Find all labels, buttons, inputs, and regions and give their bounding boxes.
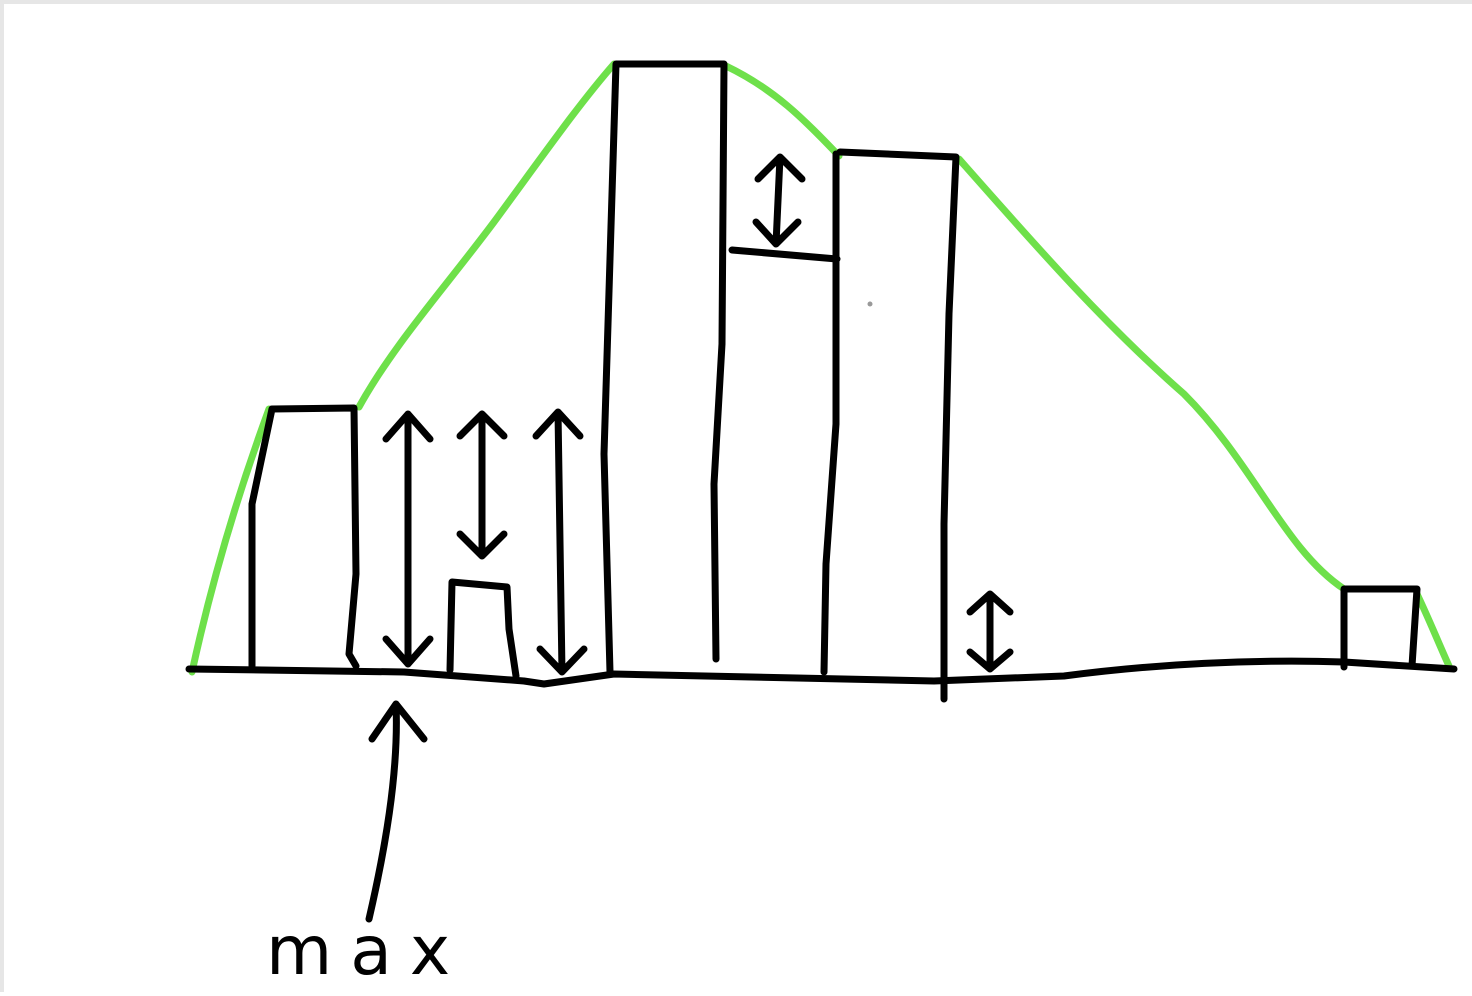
envelope-peak-fall [722, 62, 843, 160]
double-arrow-icon [382, 410, 434, 668]
black-ink [185, 60, 1458, 703]
green-envelope [188, 60, 1453, 676]
peak-bar-outline [600, 60, 728, 676]
up-arrow-icon [365, 700, 428, 923]
bar-1-outline [248, 404, 360, 670]
double-arrow-icon [532, 408, 588, 676]
double-arrow-5 [966, 590, 1014, 673]
baseline [185, 657, 1458, 688]
double-arrow-2 [456, 410, 508, 560]
mid-bar-outline [836, 148, 960, 703]
double-arrow-1 [382, 410, 434, 668]
stray-dot [867, 301, 873, 307]
double-arrow-icon [752, 153, 806, 248]
double-arrow-icon [966, 590, 1014, 673]
double-arrow-4 [752, 153, 806, 248]
envelope-right-tail [1413, 590, 1453, 670]
max-label: max [266, 912, 468, 991]
mid-bar-left-edge [820, 150, 840, 676]
envelope-left-rise [188, 405, 273, 676]
max-pointer-arrow [365, 700, 428, 923]
double-arrow-icon [456, 410, 508, 560]
double-arrow-3 [532, 408, 588, 676]
peak-right-step [728, 246, 841, 263]
small-bar-outline [446, 578, 520, 680]
right-bar-outline [1340, 585, 1421, 671]
envelope-mid-rise [355, 60, 618, 411]
envelope-long-fall [955, 155, 1348, 593]
histogram-sketch: max [185, 60, 1458, 991]
